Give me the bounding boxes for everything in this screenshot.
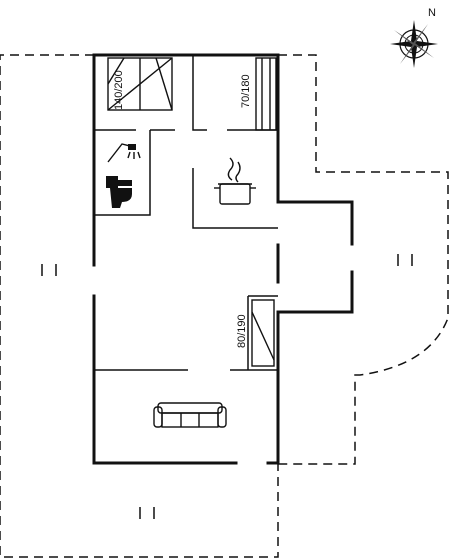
east-wall-mid [266,270,354,465]
compass-north-label: N [428,7,436,19]
extra-bed-size-label: 80/190 [236,314,248,348]
house-walls [92,53,354,465]
kitchen-west-wall [192,168,278,229]
toilet-icon [106,176,132,208]
terrace-outlines [0,54,449,558]
bed-icon [107,57,173,111]
sofa-icon [153,402,227,428]
double-bed-size-label: 140/200 [113,70,125,110]
single-bed-icon [255,57,277,131]
terrace-marker-icon [41,254,413,519]
north-wall [92,53,354,246]
cooking-pot-icon [214,157,256,205]
extra-bed-icon [251,299,275,367]
bathroom-east-wall [94,130,151,216]
bedroom-divider [192,55,207,131]
single-bed-size-label: 70/180 [240,74,252,108]
west-wall-lower [92,294,238,465]
north-terrace-outline [278,54,449,465]
west-south-terrace-outline [0,54,279,558]
compass-rose-icon [390,20,438,68]
interior-partitions [94,55,278,371]
shower-icon [107,143,141,163]
